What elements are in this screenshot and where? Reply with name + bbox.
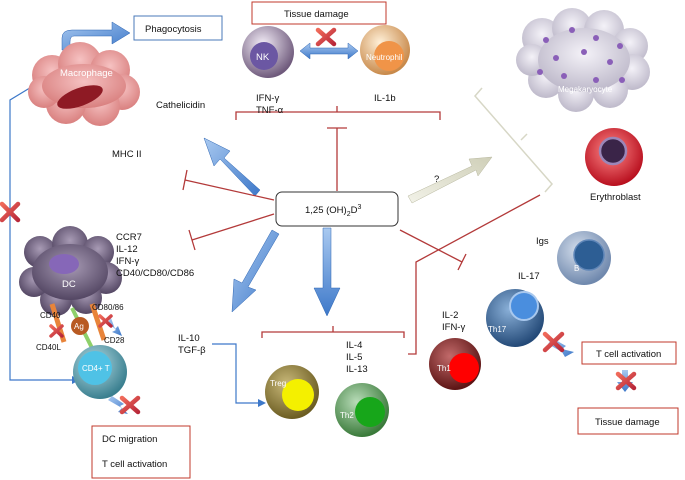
cd4-nucleus [78, 351, 112, 385]
megakaryocyte-cell [516, 8, 650, 112]
b-nucleus [573, 239, 605, 271]
ifn-gamma-th1-label: IFN-γ [442, 322, 465, 333]
ag-label: Ag [74, 322, 84, 331]
ifn-gamma-top-label: IFN-γ [256, 93, 279, 104]
mhc2-label: MHC II [112, 149, 142, 160]
arrow-to-cd4 [231, 229, 280, 313]
th2-nucleus [355, 397, 385, 427]
phagocytosis-label: Phagocytosis [145, 24, 202, 35]
neutrophil-nucleus [374, 41, 404, 71]
block-x-macrophage [0, 201, 21, 223]
block-x-cd4 [119, 395, 141, 415]
dc-label: DC [62, 279, 76, 290]
tissue-damage-top-label: Tissue damage [284, 9, 349, 20]
tnf-alpha-label: TNF-α [256, 105, 284, 116]
cd28-label: CD28 [104, 336, 125, 345]
tgfb-label: TGF-β [178, 345, 206, 356]
t-cell-activation-right-box [581, 341, 677, 365]
center-label: 1,25 (OH)2D3 [305, 204, 362, 218]
ccr7-label: CCR7 [116, 232, 142, 243]
cd40-label: CD40 [40, 311, 61, 320]
macrophage-to-cd4-line [9, 82, 72, 381]
il13-label: IL-13 [346, 364, 368, 375]
center-box [275, 191, 399, 227]
inhibit-ccr7 [191, 213, 275, 241]
th1-label: Th1 [437, 364, 451, 373]
ifn-gamma-dc-label: IFN-γ [116, 256, 139, 267]
erythroblast-nucleus [598, 136, 628, 166]
th17-label: Th17 [488, 325, 507, 334]
il12-label: IL-12 [116, 244, 138, 255]
macrophage-label: Macrophage [60, 68, 113, 79]
t-cell-activation-left-label: T cell activation [102, 459, 167, 470]
nk-nucleus [250, 42, 278, 70]
dc-migration-label: DC migration [102, 434, 157, 445]
il10-label: IL-10 [178, 333, 200, 344]
arrow-to-phagocytosis [61, 21, 131, 51]
bracket-top [235, 106, 441, 120]
costim-label: CD40/CD80/CD86 [116, 268, 194, 279]
b-label: B [574, 264, 579, 273]
block-x-tissue-damage [615, 371, 637, 391]
th2-label: Th2 [340, 411, 354, 420]
nk-neutrophil-arrow [299, 42, 359, 60]
macrophage-nucleus [57, 85, 103, 109]
cd4-label: CD4+ T [82, 364, 110, 373]
th17-nucleus [509, 291, 539, 321]
bracket-th2 [261, 326, 405, 338]
inhibit-th1 [399, 229, 463, 263]
small-arrow-cd80 [108, 318, 122, 336]
nk-label: NK [256, 52, 270, 63]
il10-to-treg-line [212, 343, 258, 404]
il2-label: IL-2 [442, 310, 458, 321]
arrow-to-megakaryocyte [407, 156, 493, 204]
arrow-to-cathelicidin [203, 137, 261, 197]
phagocytosis-box [133, 15, 223, 41]
dc-cell [19, 226, 122, 316]
inhibit-mhc [184, 179, 275, 201]
erythroblast-label: Erythroblast [590, 192, 641, 203]
block-x-cd40 [49, 324, 64, 338]
arrow-to-th2 [313, 227, 341, 317]
t-cell-activation-right-label: T cell activation [596, 349, 661, 360]
igs-label: Igs [536, 236, 549, 247]
th1-nucleus [449, 353, 479, 383]
macrophage-cell [28, 42, 140, 126]
tissue-damage-bottom-label: Tissue damage [595, 417, 660, 428]
bracket-th1 [408, 194, 541, 355]
neutrophil-label: Neutrophil [366, 53, 403, 62]
il17-label: IL-17 [518, 271, 540, 282]
inhibition-lines [182, 106, 541, 355]
ag-cell [71, 317, 89, 335]
bracket-megakaryocyte [474, 87, 553, 193]
treg-nucleus [282, 379, 314, 411]
block-x-nk-neutrophil [315, 27, 337, 47]
il4-label: IL-4 [346, 340, 362, 351]
cd40l-label: CD40L [36, 343, 61, 352]
il5-label: IL-5 [346, 352, 362, 363]
cathelicidin-label: Cathelicidin [156, 100, 205, 111]
cd80-connector [89, 303, 107, 341]
tissue-damage-bottom-box [577, 407, 679, 435]
block-x-th17 [542, 331, 565, 353]
dc-nucleus [49, 254, 79, 274]
question-mark: ? [434, 174, 439, 185]
cd80-86-label: CD80/86 [92, 303, 124, 312]
tissue-damage-top-box [251, 1, 387, 25]
block-x-cd28 [98, 314, 113, 328]
treg-label: Treg [270, 379, 286, 388]
il1b-label: IL-1b [374, 93, 396, 104]
outcome-left-box [91, 425, 191, 479]
megakaryocyte-label: Megakaryocyte [558, 85, 613, 94]
